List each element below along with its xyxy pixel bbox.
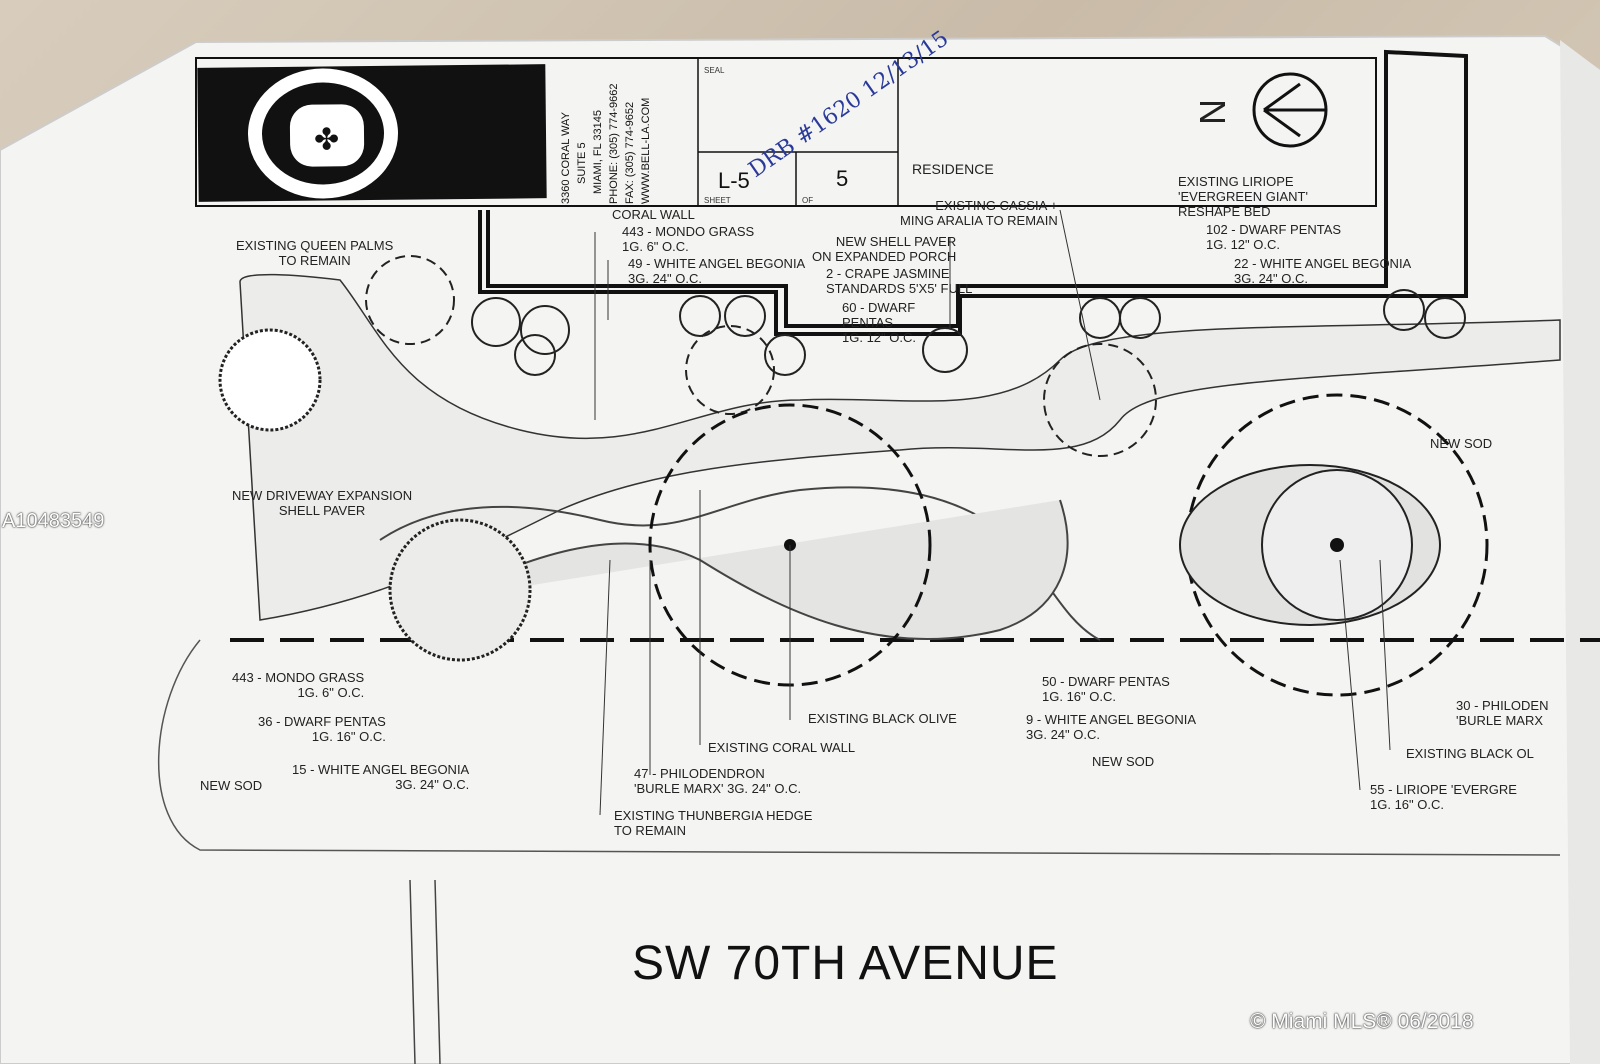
of-label: OF: [802, 196, 814, 205]
label-philodendron-47: 47 - PHILODENDRON'BURLE MARX' 3G. 24" O.…: [634, 766, 802, 796]
label-new-sod-right: NEW SOD: [1430, 436, 1493, 451]
seal-label: SEAL: [704, 66, 725, 75]
residence-label: RESIDENCE: [912, 161, 994, 177]
label-coral-wall: CORAL WALL: [612, 207, 695, 222]
logo-emblem: ✤: [247, 67, 399, 200]
sheet-total: 5: [836, 166, 849, 191]
sheet-number: L-5: [718, 168, 750, 193]
sheet-label: SHEET: [704, 196, 731, 205]
address-line: PHONE: (305) 774-9662: [608, 83, 620, 204]
firm-address: 3360 CORAL WAY SUITE 5 MIAMI, FL 33145 P…: [560, 76, 680, 206]
label-cassia: EXISTING CASSIA +MING ARALIA TO REMAIN: [900, 198, 1058, 228]
label-black-olive-right: EXISTING BLACK OL: [1406, 746, 1534, 761]
address-line: MIAMI, FL 33145: [592, 110, 604, 194]
address-line: SUITE 5: [576, 142, 588, 184]
address-line: WWW.BELL-LA.COM: [640, 97, 652, 204]
label-new-sod-left: NEW SOD: [200, 778, 263, 793]
address-line: 3360 CORAL WAY: [560, 112, 572, 204]
street-name: SW 70TH AVENUE: [632, 937, 1059, 990]
north-arrow-label: N: [1192, 99, 1233, 125]
leaf-icon: ✤: [313, 123, 340, 157]
address-line: FAX: (305) 774-9652: [624, 101, 636, 204]
label-liriope-existing: EXISTING LIRIOPE'EVERGREEN GIANT'RESHAPE…: [1178, 174, 1308, 219]
bell-la-logo: ✤: [197, 64, 547, 202]
copyright-watermark: © Miami MLS® 06/2018: [1250, 1010, 1474, 1033]
label-philodendron-30: 30 - PHILODEN'BURLE MARX: [1456, 698, 1549, 728]
label-coral-wall-existing: EXISTING CORAL WALL: [708, 740, 856, 755]
label-new-sod-mid: NEW SOD: [1092, 754, 1155, 769]
listing-id-watermark: A10483549: [2, 510, 105, 532]
label-black-olive: EXISTING BLACK OLIVE: [808, 711, 957, 726]
